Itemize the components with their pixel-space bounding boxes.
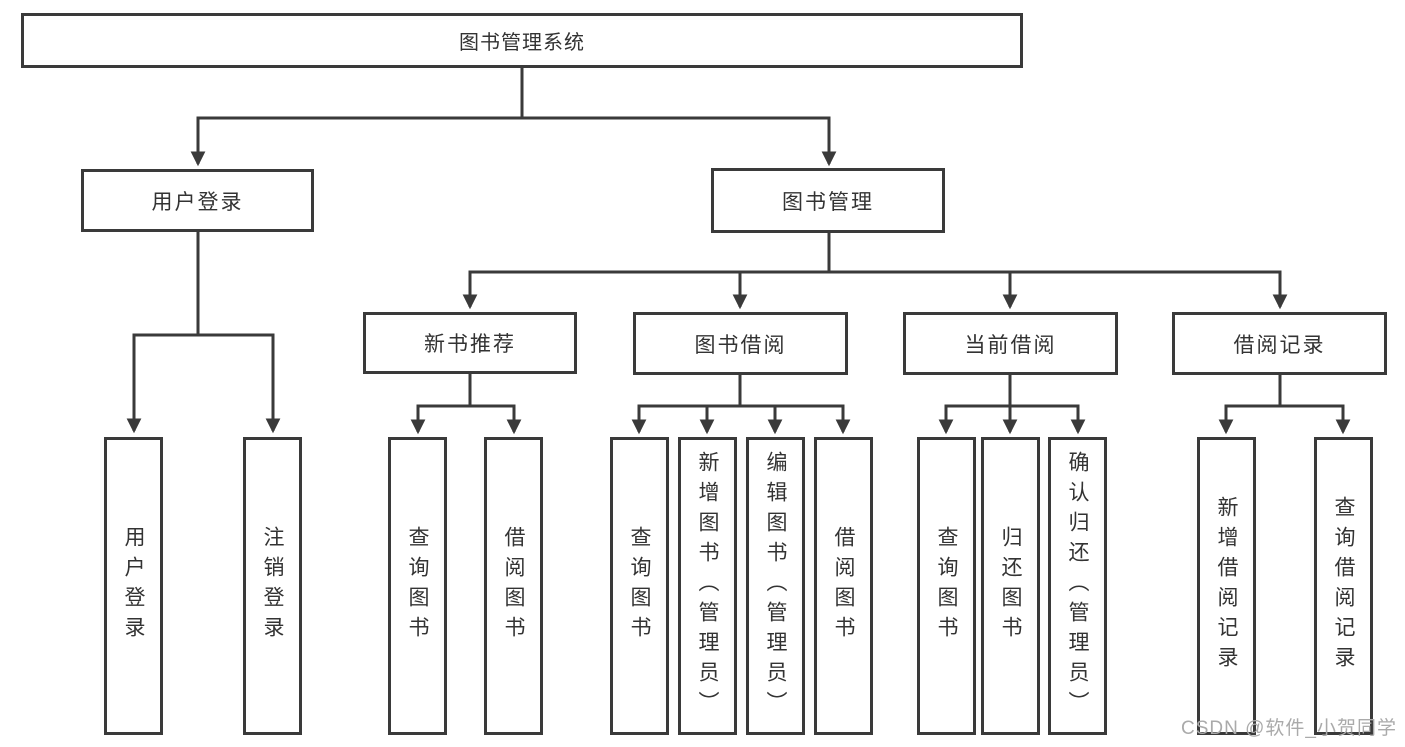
connector-book-borrow-split	[631, 404, 851, 435]
leaf-return-book: 归还图书	[981, 437, 1040, 735]
leaf-add-book-admin: 新增图书（管理员）	[678, 437, 737, 735]
leaf-confirm-return-admin: 确认归还（管理员）	[1048, 437, 1107, 735]
node-book-management: 图书管理	[711, 168, 945, 233]
connector-level2-split	[190, 116, 837, 167]
connector-book-mgmt-split	[462, 270, 1288, 310]
node-new-book-recommend: 新书推荐	[363, 312, 577, 374]
leaf-borrow-book-recommend: 借阅图书	[484, 437, 543, 735]
node-library-management-system: 图书管理系统	[21, 13, 1023, 68]
leaf-query-borrow-record: 查询借阅记录	[1314, 437, 1373, 735]
leaf-query-book-current: 查询图书	[917, 437, 976, 735]
node-user-login: 用户登录	[81, 169, 314, 232]
connector-user-login-split	[126, 333, 281, 434]
leaf-user-login: 用户登录	[104, 437, 163, 735]
leaf-logout: 注销登录	[243, 437, 302, 735]
leaf-edit-book-admin: 编辑图书（管理员）	[746, 437, 805, 735]
leaf-add-borrow-record: 新增借阅记录	[1197, 437, 1256, 735]
node-borrow-records: 借阅记录	[1172, 312, 1387, 375]
leaf-borrow-book: 借阅图书	[814, 437, 873, 735]
connector-new-book-split	[410, 404, 522, 435]
csdn-watermark: CSDN @软件_小贺同学	[1181, 718, 1397, 739]
connector-current-borrow-split	[938, 404, 1086, 435]
node-current-borrow: 当前借阅	[903, 312, 1118, 375]
connector-borrow-records-split	[1218, 404, 1351, 435]
node-book-borrow: 图书借阅	[633, 312, 848, 375]
leaf-query-book-recommend: 查询图书	[388, 437, 447, 735]
leaf-query-book-borrow: 查询图书	[610, 437, 669, 735]
